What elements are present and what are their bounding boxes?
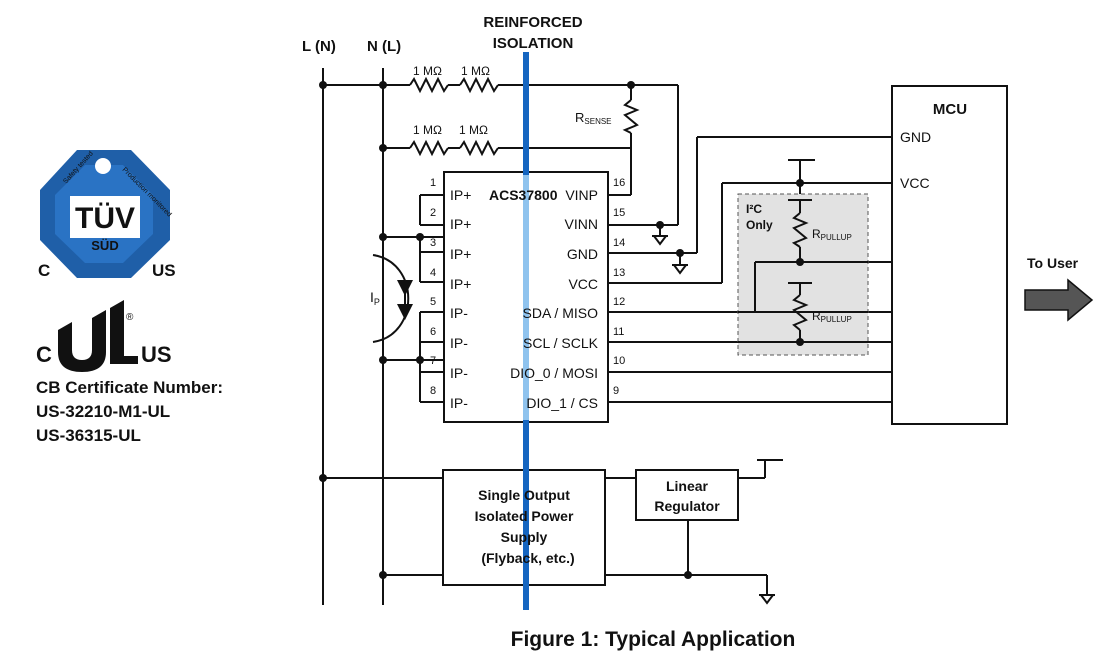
tuv-sud-text: SÜD bbox=[91, 238, 118, 253]
pin-label: SCL / SCLK bbox=[523, 335, 599, 351]
rpullup-label-1: RPULLUP bbox=[812, 227, 852, 242]
pin-number: 14 bbox=[613, 237, 625, 249]
linear-regulator-box bbox=[635, 469, 739, 521]
tuv-us-label: US bbox=[152, 261, 176, 280]
mcu-title: MCU bbox=[933, 101, 967, 118]
tuv-c-label: C bbox=[38, 261, 50, 280]
tuv-sud-logo: TÜV SÜD Safety tested Production monitor… bbox=[40, 150, 173, 278]
pin-number: 15 bbox=[613, 207, 625, 219]
resistor-label-3: 1 MΩ bbox=[413, 123, 442, 137]
power-supply-line1: Single Output bbox=[478, 487, 570, 503]
regulator-line2: Regulator bbox=[654, 498, 720, 514]
pin-number: 7 bbox=[430, 355, 436, 367]
pin-label: IP+ bbox=[450, 276, 471, 292]
pin-number: 16 bbox=[613, 177, 625, 189]
to-user-arrow bbox=[1024, 278, 1094, 322]
pin-number: 4 bbox=[430, 267, 436, 279]
cb-certificate-number-1: US-32210-M1-UL bbox=[36, 402, 171, 421]
pin-number: 13 bbox=[613, 267, 625, 279]
pin-label: IP+ bbox=[450, 216, 471, 232]
regulator-line1: Linear bbox=[666, 478, 709, 494]
power-supply-line3: Supply bbox=[501, 529, 548, 545]
pin-number: 1 bbox=[430, 177, 436, 189]
pin-number: 5 bbox=[430, 296, 436, 308]
pin-label: DIO_0 / MOSI bbox=[510, 365, 598, 381]
mcu-gnd-label: GND bbox=[900, 129, 931, 145]
pin-label: DIO_1 / CS bbox=[526, 395, 598, 411]
i2c-label: I²C bbox=[746, 202, 762, 216]
pin-number: 8 bbox=[430, 385, 436, 397]
ic-name: ACS37800 bbox=[489, 187, 558, 203]
ul-logo: C US ® bbox=[36, 300, 172, 372]
rsense-label: RSENSE bbox=[575, 110, 612, 126]
pin-number: 3 bbox=[430, 237, 436, 249]
resistor-label-1: 1 MΩ bbox=[413, 64, 442, 78]
pin-label: IP- bbox=[450, 335, 468, 351]
resistor-label-4: 1 MΩ bbox=[459, 123, 488, 137]
pin-label: GND bbox=[567, 246, 598, 262]
cb-certificate-number-2: US-36315-UL bbox=[36, 426, 141, 445]
pin-number: 2 bbox=[430, 207, 436, 219]
pin-number: 12 bbox=[613, 296, 625, 308]
cb-certificate-heading: CB Certificate Number: bbox=[36, 378, 224, 397]
mcu-box bbox=[891, 85, 1008, 425]
left-pin-labels: 1 IP+ 2 IP+ 3 IP+ 4 IP+ 5 IP- 6 IP- 7 IP… bbox=[430, 177, 471, 411]
rpullup-label-2: RPULLUP bbox=[812, 309, 852, 324]
to-user-label: To User bbox=[1027, 255, 1079, 271]
i2c-only-label: Only bbox=[746, 218, 773, 232]
pin-number: 9 bbox=[613, 385, 619, 397]
ul-c: C bbox=[36, 342, 52, 367]
right-pin-labels: VINP 16 VINN 15 GND 14 VCC 13 SDA / MISO… bbox=[510, 177, 625, 411]
isolation-label-line1: REINFORCED bbox=[483, 14, 582, 31]
tuv-mark-text: TÜV bbox=[75, 202, 135, 235]
line-l-label: L (N) bbox=[302, 38, 336, 55]
pin-number: 11 bbox=[613, 326, 624, 338]
pin-label: IP- bbox=[450, 365, 468, 381]
ul-registered: ® bbox=[126, 312, 134, 323]
line-n-label: N (L) bbox=[367, 38, 401, 55]
isolation-label-line2: ISOLATION bbox=[493, 35, 574, 52]
pin-label: IP- bbox=[450, 395, 468, 411]
ul-us: US bbox=[141, 342, 172, 367]
pin-number: 10 bbox=[613, 355, 625, 367]
pin-label: IP+ bbox=[450, 187, 471, 203]
mcu-vcc-label: VCC bbox=[900, 175, 930, 191]
pin-label: VINP bbox=[565, 187, 598, 203]
pin-number: 6 bbox=[430, 326, 436, 338]
power-supply-line2: Isolated Power bbox=[475, 508, 574, 524]
figure-caption: Figure 1: Typical Application bbox=[511, 628, 796, 651]
pin-label: SDA / MISO bbox=[523, 305, 599, 321]
resistor-label-2: 1 MΩ bbox=[461, 64, 490, 78]
pin-label: VINN bbox=[565, 216, 598, 232]
pin-label: VCC bbox=[568, 276, 598, 292]
pin-label: IP- bbox=[450, 305, 468, 321]
pin-label: IP+ bbox=[450, 246, 471, 262]
current-ip-label: IP bbox=[370, 289, 380, 307]
power-supply-line4: (Flyback, etc.) bbox=[481, 550, 574, 566]
